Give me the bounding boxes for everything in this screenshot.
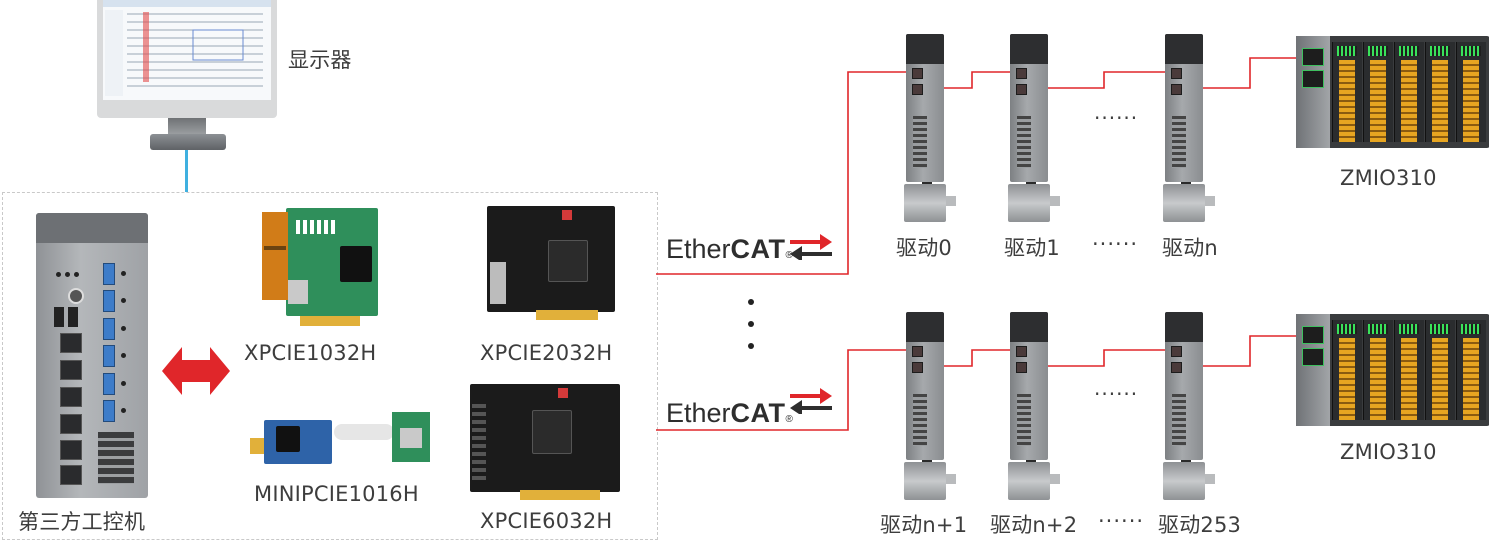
ethercat-logo-2-bold: CAT bbox=[730, 398, 786, 428]
ethercat-logo-2: EtherCAT® bbox=[666, 398, 793, 429]
drive-n-label: 驱动n bbox=[1162, 236, 1218, 260]
servo-motor-icon bbox=[904, 462, 946, 500]
minipcie1016h-label: MINIPCIE1016H bbox=[254, 482, 419, 506]
servo-drive-icon bbox=[1165, 312, 1203, 460]
servo-drive-icon bbox=[906, 34, 944, 182]
monitor-label: 显示器 bbox=[288, 48, 352, 72]
servo-drive-icon bbox=[1010, 34, 1048, 182]
servo-motor-icon bbox=[1163, 184, 1205, 222]
monitor-link-line bbox=[185, 150, 188, 192]
xpcie2032h-label: XPCIE2032H bbox=[480, 341, 613, 365]
xpcie1032h-label: XPCIE1032H bbox=[244, 341, 377, 365]
servo-motor-icon bbox=[1008, 462, 1050, 500]
drive-253-label: 驱动253 bbox=[1158, 513, 1242, 537]
bidirectional-arrow-icon bbox=[162, 347, 230, 395]
drive-0-label: 驱动0 bbox=[896, 236, 952, 260]
vertical-ellipsis-icon bbox=[748, 299, 754, 349]
ethercat-logo-1-bold: CAT bbox=[730, 234, 786, 264]
drive-n-plus-2-label: 驱动n+2 bbox=[990, 513, 1078, 537]
servo-motor-icon bbox=[904, 184, 946, 222]
chain1-label-ellipsis: ······ bbox=[1092, 232, 1139, 256]
servo-drive-icon bbox=[1010, 312, 1048, 460]
chain2-label-ellipsis: ······ bbox=[1098, 509, 1145, 533]
host-label: 第三方工控机 bbox=[18, 510, 146, 534]
ethercat-logo-1-mark: ® bbox=[785, 250, 793, 261]
ethercat-arrows-icon bbox=[790, 234, 832, 260]
ethercat-logo-2-light: Ether bbox=[666, 398, 731, 428]
servo-motor-icon bbox=[1008, 184, 1050, 222]
io-module-1-label: ZMIO310 bbox=[1340, 166, 1437, 190]
drive-1-label: 驱动1 bbox=[1004, 236, 1060, 260]
drive-n-plus-1-label: 驱动n+1 bbox=[880, 513, 968, 537]
servo-drive-icon bbox=[1165, 34, 1203, 182]
servo-motor-icon bbox=[1163, 462, 1205, 500]
xpcie6032h-label: XPCIE6032H bbox=[480, 509, 613, 533]
ethercat-logo-1-light: Ether bbox=[666, 234, 731, 264]
servo-drive-icon bbox=[906, 312, 944, 460]
chain1-gap-ellipsis: ······ bbox=[1094, 106, 1139, 130]
ethercat-logo-1: EtherCAT® bbox=[666, 234, 793, 265]
ethercat-logo-2-mark: ® bbox=[785, 414, 793, 425]
ethercat-arrows-icon bbox=[790, 388, 832, 414]
chain2-gap-ellipsis: ······ bbox=[1094, 382, 1139, 406]
io-module-2-label: ZMIO310 bbox=[1340, 440, 1437, 464]
io-module-icon bbox=[1296, 314, 1489, 426]
io-module-icon bbox=[1296, 36, 1489, 148]
controller-group-box bbox=[2, 192, 658, 540]
